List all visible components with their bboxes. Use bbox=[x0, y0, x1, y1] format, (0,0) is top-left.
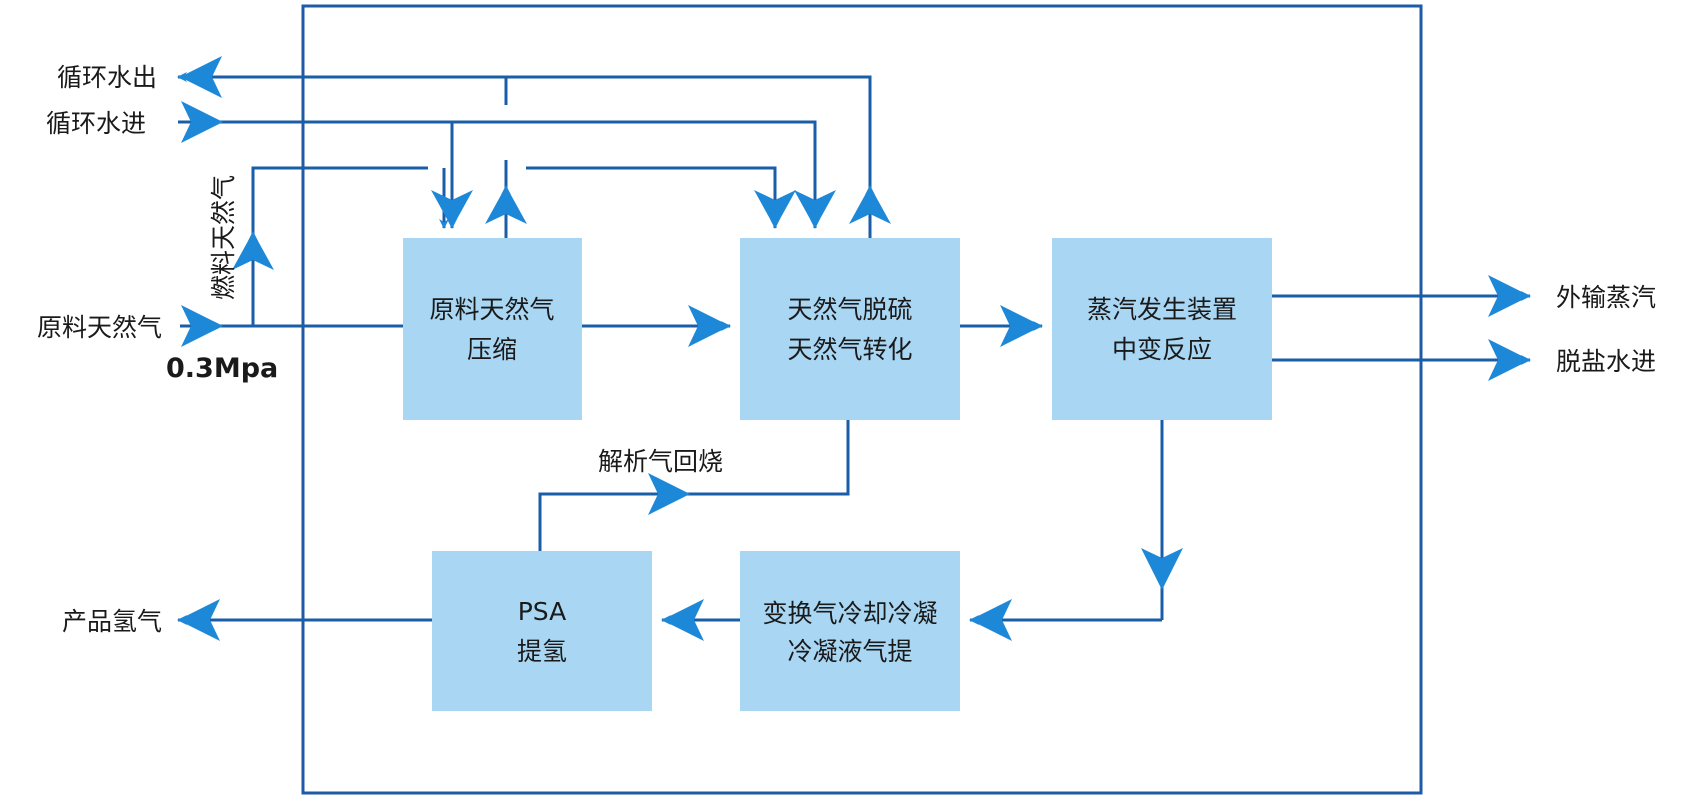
psa-box bbox=[432, 551, 652, 711]
circ-water-out-label: 循环水出 bbox=[57, 63, 157, 92]
tail-gas-label: 解析气回烧 bbox=[598, 447, 723, 476]
arrowheads bbox=[178, 56, 1530, 641]
desulf-label-2: 天然气转化 bbox=[787, 335, 912, 364]
compress-label-2: 压缩 bbox=[467, 335, 517, 364]
arrow-water-out-desulf bbox=[849, 186, 891, 224]
arrow-fuel-desulf bbox=[754, 190, 796, 228]
product-h2-label: 产品氢气 bbox=[62, 607, 162, 636]
cool-box bbox=[740, 551, 960, 711]
arrow-tail-gas bbox=[648, 473, 690, 515]
arrow-compress-desulf bbox=[688, 305, 730, 347]
cool-label-2: 冷凝液气提 bbox=[787, 637, 912, 666]
demin-water-label: 脱盐水进 bbox=[1556, 347, 1656, 376]
psa-label-2: 提氢 bbox=[517, 637, 567, 666]
arrow-feed-right bbox=[181, 305, 223, 347]
psa-label-1: PSA bbox=[518, 597, 567, 626]
arrow-demin-water bbox=[1488, 339, 1530, 381]
plant-boundary-frame bbox=[301, 4, 1423, 795]
arrow-circ-in-right bbox=[181, 101, 223, 143]
arrow-to-psa bbox=[662, 599, 704, 641]
export-steam-label: 外输蒸汽 bbox=[1556, 283, 1656, 312]
arrow-desulf-steam bbox=[1000, 305, 1042, 347]
fuel-gas-label: 燃料天然气 bbox=[209, 175, 238, 300]
steam-box bbox=[1052, 238, 1272, 420]
desulf-box bbox=[740, 238, 960, 420]
steam-label-1: 蒸汽发生装置 bbox=[1087, 295, 1237, 324]
tail-gas-line bbox=[538, 420, 850, 551]
feed-gas-label: 原料天然气 bbox=[37, 313, 162, 342]
compress-box bbox=[403, 238, 582, 420]
steam-to-cool-line bbox=[970, 420, 1164, 620]
desulf-label-1: 天然气脱硫 bbox=[787, 295, 912, 324]
circ-water-out-line bbox=[178, 77, 872, 238]
arrow-fuel-up bbox=[232, 232, 274, 270]
arrow-water-in-compress bbox=[431, 190, 473, 228]
fuel-gas-to-desulf-line bbox=[526, 166, 780, 229]
arrow-product-h2 bbox=[178, 599, 220, 641]
arrow-circ-out-left bbox=[180, 56, 222, 98]
steam-label-2: 中变反应 bbox=[1112, 335, 1212, 364]
arrow-export-steam bbox=[1488, 275, 1530, 317]
compress-label-1: 原料天然气 bbox=[429, 295, 554, 324]
cool-label-1: 变换气冷却冷凝 bbox=[762, 599, 937, 628]
arrow-to-cool bbox=[970, 599, 1012, 641]
arrow-steam-down bbox=[1141, 548, 1183, 590]
circ-water-in-label: 循环水进 bbox=[46, 109, 146, 138]
pressure-label: 0.3Mpa bbox=[166, 353, 278, 384]
arrow-water-in-desulf bbox=[794, 190, 836, 228]
arrow-water-out-compress bbox=[485, 186, 527, 224]
